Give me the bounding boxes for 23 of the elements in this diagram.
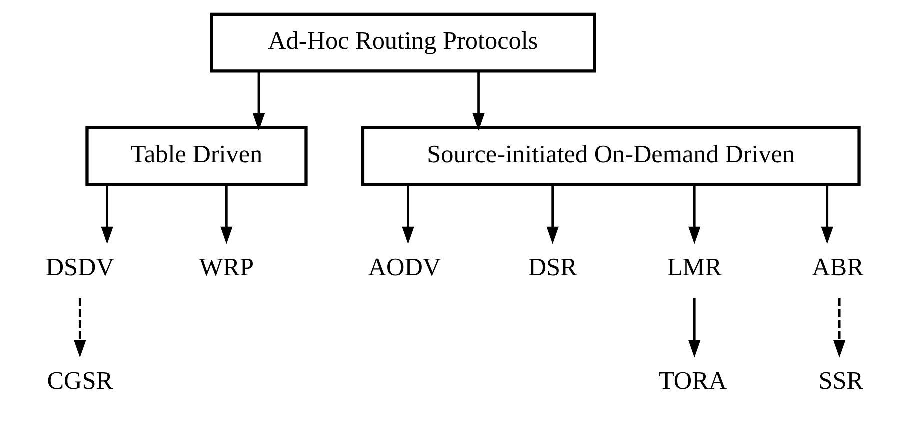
arrow: [101, 184, 114, 244]
node-text: DSR: [528, 254, 578, 282]
node-text: SSR: [818, 368, 864, 396]
arrow: [688, 184, 701, 244]
arrow: [821, 184, 834, 244]
node-text: CGSR: [47, 368, 114, 396]
arrow: [688, 298, 701, 358]
node-box: Table Driven: [86, 126, 308, 186]
arrow: [74, 298, 86, 358]
node-text: DSDV: [46, 254, 114, 282]
node-text: TORA: [658, 368, 728, 396]
arrow: [402, 184, 414, 244]
node-box: Source-initiated On-Demand Driven: [361, 126, 861, 186]
node-box: Ad-Hoc Routing Protocols: [210, 12, 596, 73]
arrow: [834, 298, 846, 358]
node-text: WRP: [199, 254, 254, 282]
arrow: [252, 71, 266, 131]
node-text: LMR: [667, 254, 722, 282]
node-text: ABR: [812, 254, 864, 282]
arrow: [546, 184, 559, 244]
node-text: AODV: [368, 254, 442, 282]
arrow: [220, 184, 233, 244]
arrow: [472, 71, 485, 131]
